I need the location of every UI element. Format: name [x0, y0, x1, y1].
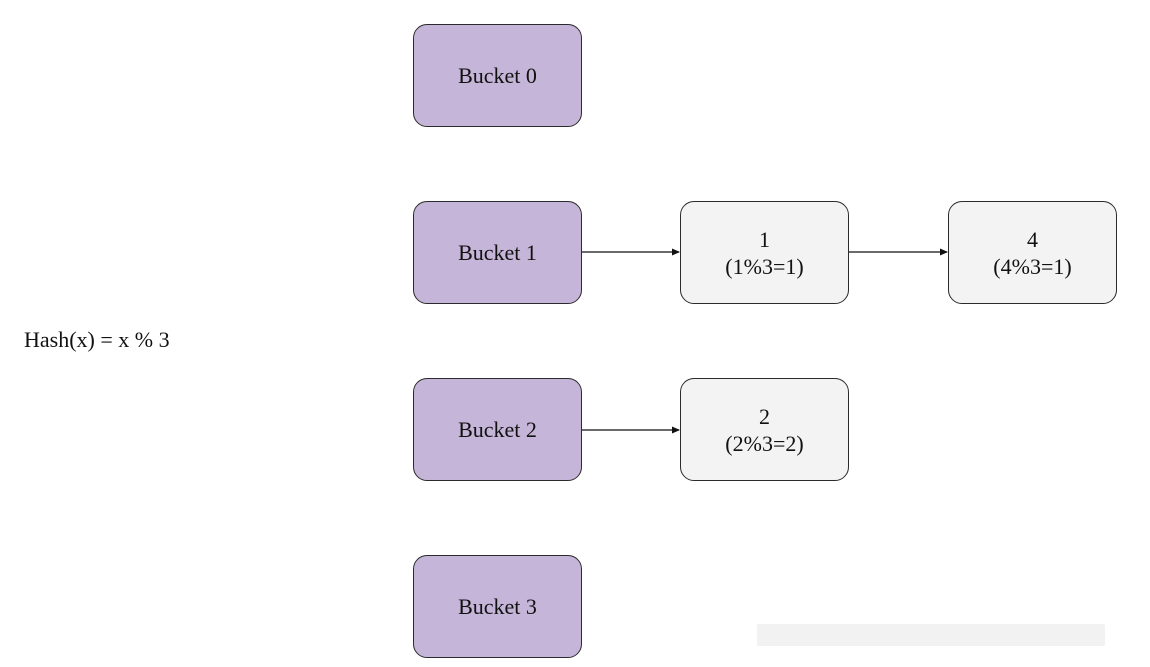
hash-function-label: Hash(x) = x % 3: [24, 327, 170, 352]
bucket-2: Bucket 2: [413, 378, 582, 481]
node-value: 1: [759, 226, 770, 252]
bucket-label: Bucket 0: [458, 63, 537, 88]
node-4: 4 (4%3=1): [948, 201, 1117, 304]
node-value: 2: [759, 403, 770, 429]
node-1: 1 (1%3=1): [680, 201, 849, 304]
bucket-label: Bucket 3: [458, 594, 537, 619]
bucket-0: Bucket 0: [413, 24, 582, 127]
node-calculation: (4%3=1): [993, 253, 1072, 279]
node-calculation: (2%3=2): [725, 430, 804, 456]
watermark-strip: [757, 624, 1105, 646]
bucket-1: Bucket 1: [413, 201, 582, 304]
bucket-label: Bucket 1: [458, 240, 537, 265]
node-value: 4: [1027, 226, 1038, 252]
node-calculation: (1%3=1): [725, 253, 804, 279]
bucket-3: Bucket 3: [413, 555, 582, 658]
node-2: 2 (2%3=2): [680, 378, 849, 481]
bucket-label: Bucket 2: [458, 417, 537, 442]
